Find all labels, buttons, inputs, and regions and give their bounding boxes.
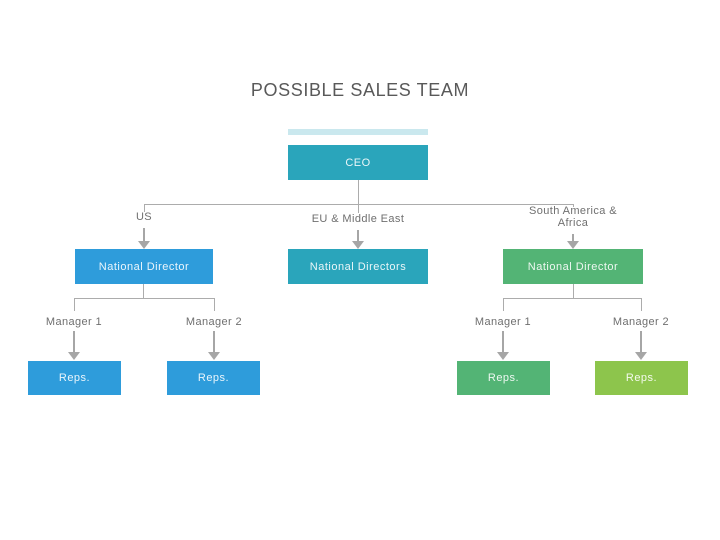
connector-line (214, 298, 215, 311)
region-label-eu-middle-east: EU & Middle East (311, 213, 405, 225)
connector-line (641, 298, 642, 311)
connector-line (358, 180, 359, 204)
us-national-director-box: National Director (75, 249, 213, 284)
sa-reps-1-label: Reps. (487, 372, 520, 384)
ceo-box: CEO (288, 145, 428, 180)
ceo-box-echo (288, 129, 428, 135)
connector-line (358, 204, 359, 213)
us-reps-1-label: Reps. (58, 372, 91, 384)
connector-line (503, 298, 642, 299)
connector-line (144, 204, 574, 205)
sa-reps-2-box: Reps. (595, 361, 688, 395)
connector-line (503, 298, 504, 311)
sa-national-director-label: National Director (527, 260, 619, 273)
connector-line (573, 284, 574, 298)
us-reps-1-box: Reps. (28, 361, 121, 395)
region-label-us: US (135, 211, 153, 223)
eu-national-directors-box: National Directors (288, 249, 428, 284)
sa-national-director-box: National Director (503, 249, 643, 284)
slide-title: POSSIBLE SALES TEAM (250, 80, 470, 100)
us-reps-2-box: Reps. (167, 361, 260, 395)
connector-line (573, 204, 574, 207)
us-manager-2-label: Manager 2 (185, 316, 243, 328)
us-reps-2-label: Reps. (197, 372, 230, 384)
sa-reps-1-box: Reps. (457, 361, 550, 395)
us-manager-1-label: Manager 1 (45, 316, 103, 328)
region-label-south-america-africa: South America & Africa (529, 205, 617, 229)
eu-national-directors-label: National Directors (309, 260, 407, 273)
ceo-label: CEO (345, 156, 371, 169)
connector-line (143, 284, 144, 298)
us-national-director-label: National Director (98, 260, 190, 273)
connector-line (74, 298, 215, 299)
sa-manager-2-label: Manager 2 (612, 316, 670, 328)
sa-reps-2-label: Reps. (625, 372, 658, 384)
connector-line (144, 204, 145, 212)
sa-manager-1-label: Manager 1 (474, 316, 532, 328)
connector-line (74, 298, 75, 311)
